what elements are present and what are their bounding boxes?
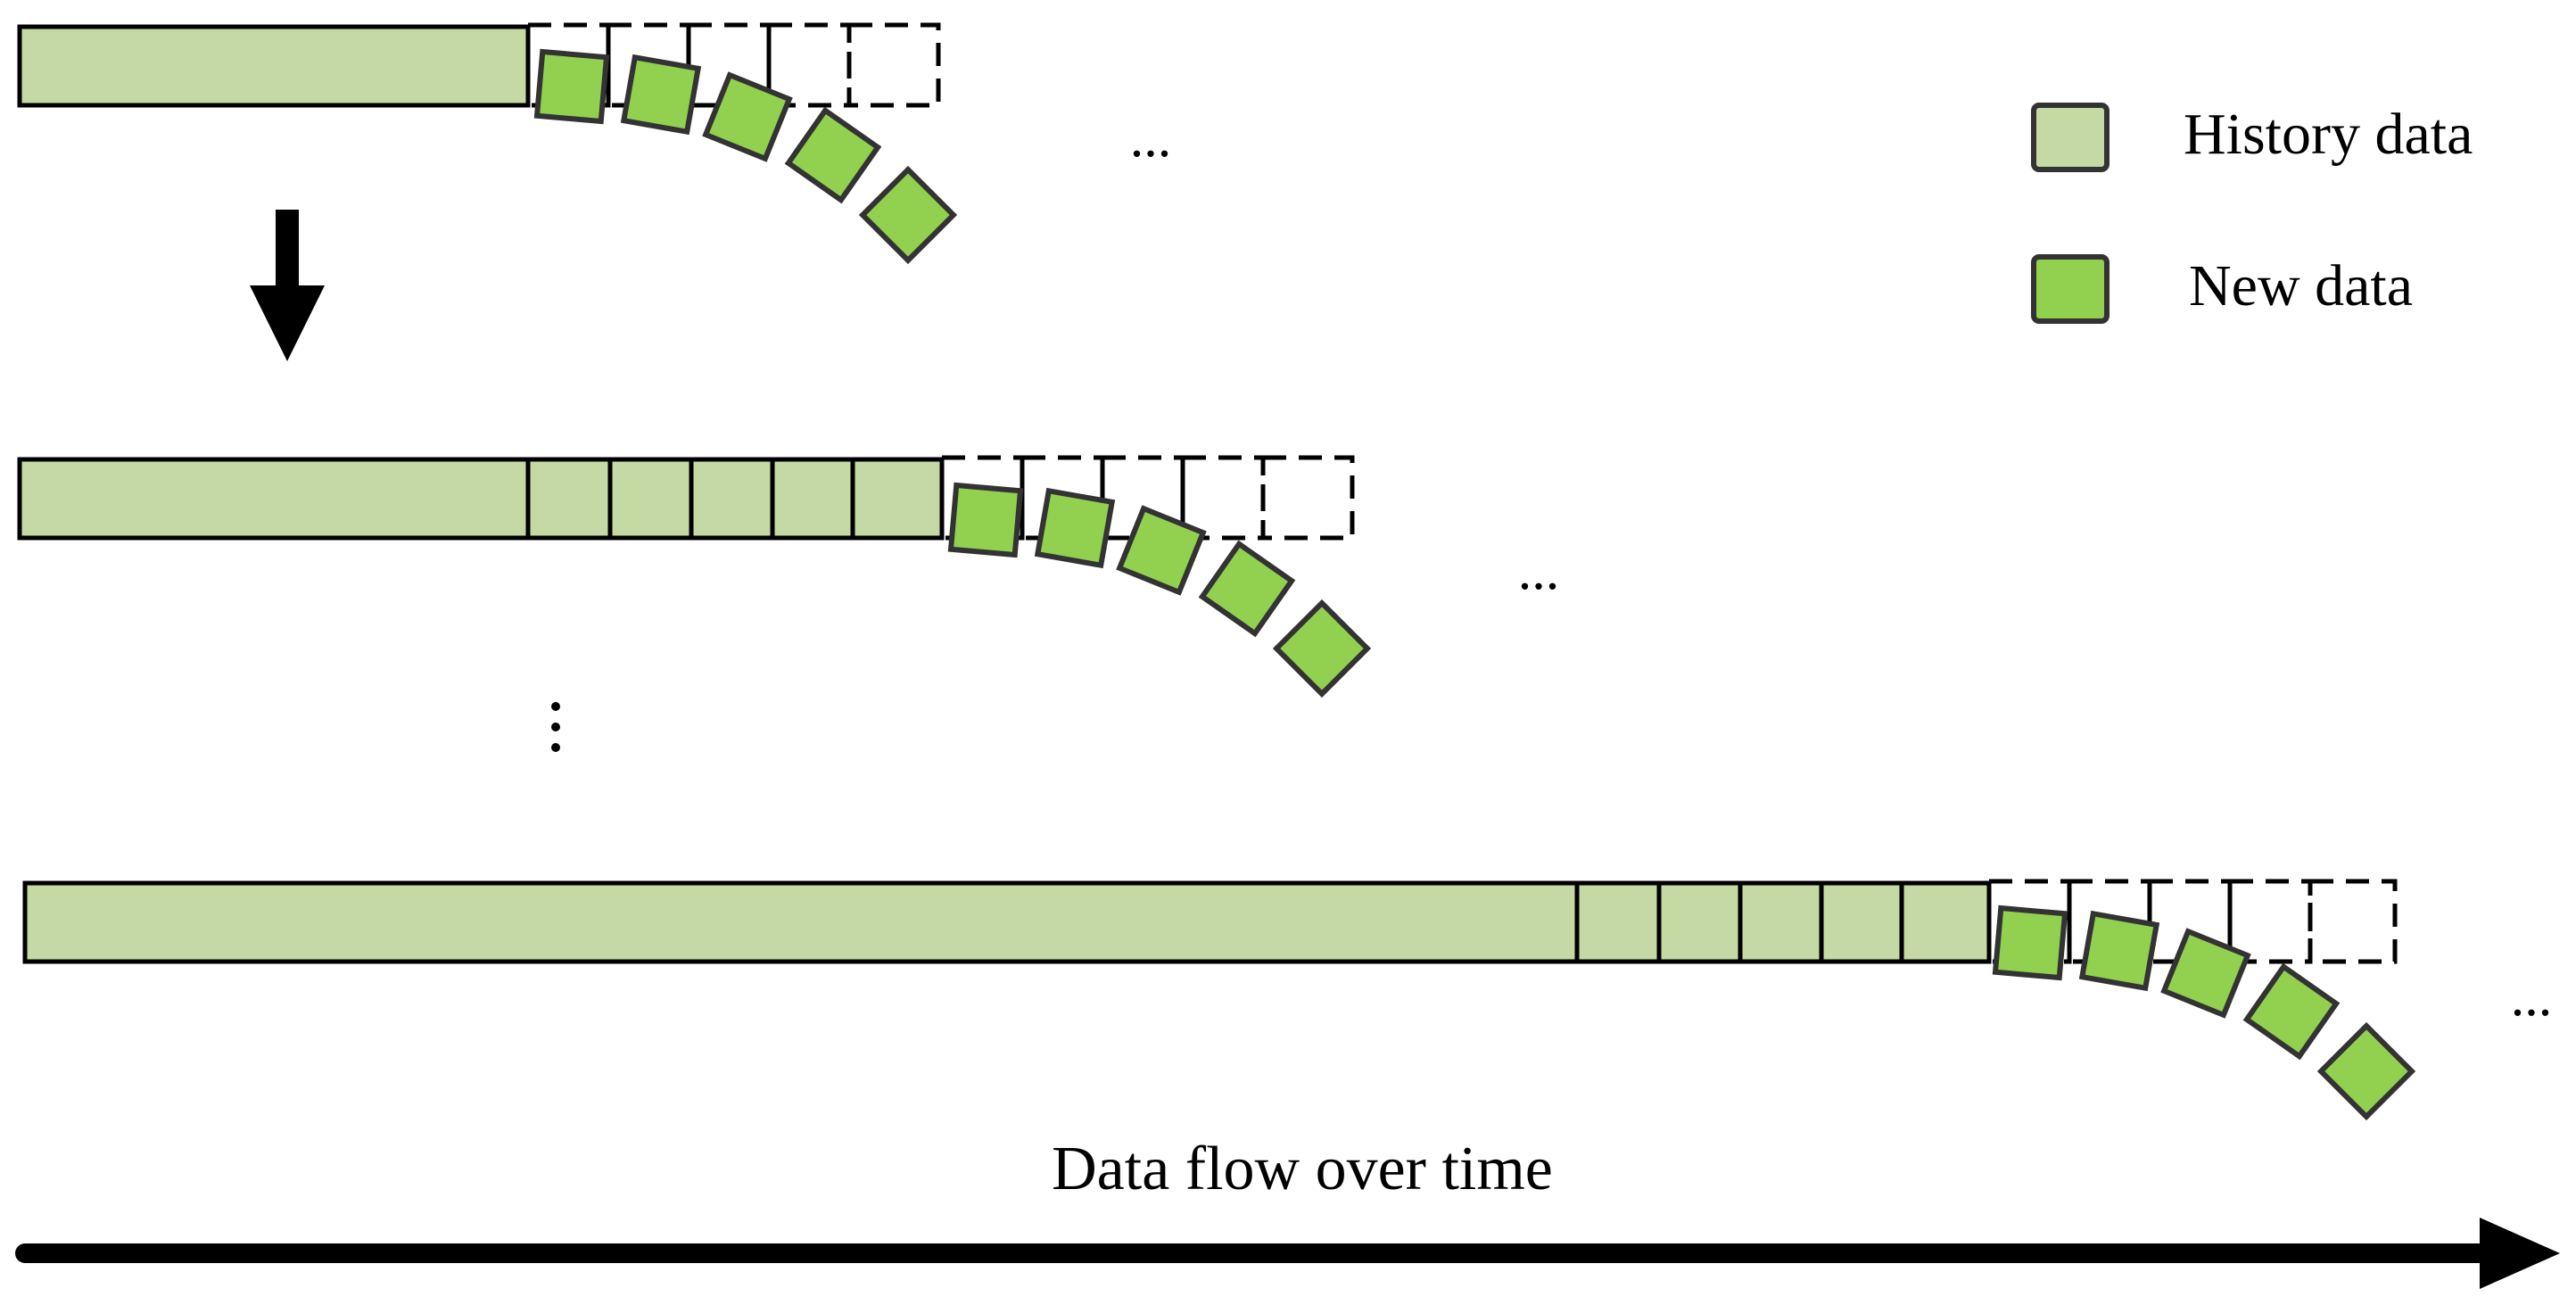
new-data-block (1198, 540, 1296, 638)
empty-slot (1260, 455, 1355, 541)
legend-history-label: History data (2184, 102, 2473, 167)
new-data-block (2316, 1021, 2416, 1121)
legend: History data New data (2031, 102, 2473, 324)
row-3: ... (22, 879, 2553, 1121)
empty-slot (1180, 455, 1266, 541)
empty-slot (2227, 879, 2313, 964)
new-data-block (1992, 904, 2068, 981)
legend-new-label: New data (2189, 253, 2413, 318)
new-data-block (784, 106, 882, 204)
ellipsis: ... (1518, 541, 1560, 601)
history-data-cell (689, 457, 775, 541)
new-data-block (1272, 599, 1372, 698)
row-2: ... (17, 455, 1560, 698)
new-data-block (1116, 505, 1207, 596)
new-data-block (947, 482, 1024, 558)
vertical-ellipsis-icon (551, 702, 560, 752)
row-1: ... (17, 22, 1172, 265)
history-data-cell (1899, 880, 1992, 964)
new-data-block (533, 48, 610, 125)
history-data-bar (22, 880, 1580, 964)
new-data-block (2160, 928, 2251, 1019)
history-data-bar (17, 24, 531, 108)
ellipsis: ... (1130, 108, 1172, 169)
history-data-cell (607, 457, 694, 541)
empty-slot (846, 22, 941, 108)
new-data-blocks (1992, 904, 2416, 1121)
history-data-cell (1738, 880, 1824, 964)
empty-slot (2308, 879, 2398, 964)
history-data-bar (17, 457, 531, 541)
history-data-cell (1819, 880, 1904, 964)
history-data-cells (1574, 880, 1992, 964)
history-data-swatch (2031, 103, 2110, 172)
new-data-block (620, 54, 702, 136)
history-data-cell (1656, 880, 1743, 964)
history-data-cell (850, 457, 945, 541)
new-data-block (702, 71, 793, 162)
new-data-block (858, 165, 958, 265)
new-data-swatch (2031, 254, 2110, 324)
new-data-blocks (947, 482, 1372, 698)
history-data-cell (525, 457, 613, 541)
time-axis: Data flow over time (15, 1135, 2560, 1289)
ellipsis: ... (2511, 967, 2553, 1028)
arrow-right-icon (2480, 1218, 2560, 1289)
new-data-block (1034, 487, 1116, 569)
history-data-cell (1574, 880, 1662, 964)
new-data-blocks (533, 48, 958, 265)
new-data-block (2078, 910, 2160, 992)
history-data-cells (525, 457, 945, 541)
down-arrow-icon (250, 210, 325, 361)
axis-label: Data flow over time (1052, 1135, 1553, 1203)
history-data-cell (770, 457, 855, 541)
new-data-block (2242, 962, 2341, 1061)
